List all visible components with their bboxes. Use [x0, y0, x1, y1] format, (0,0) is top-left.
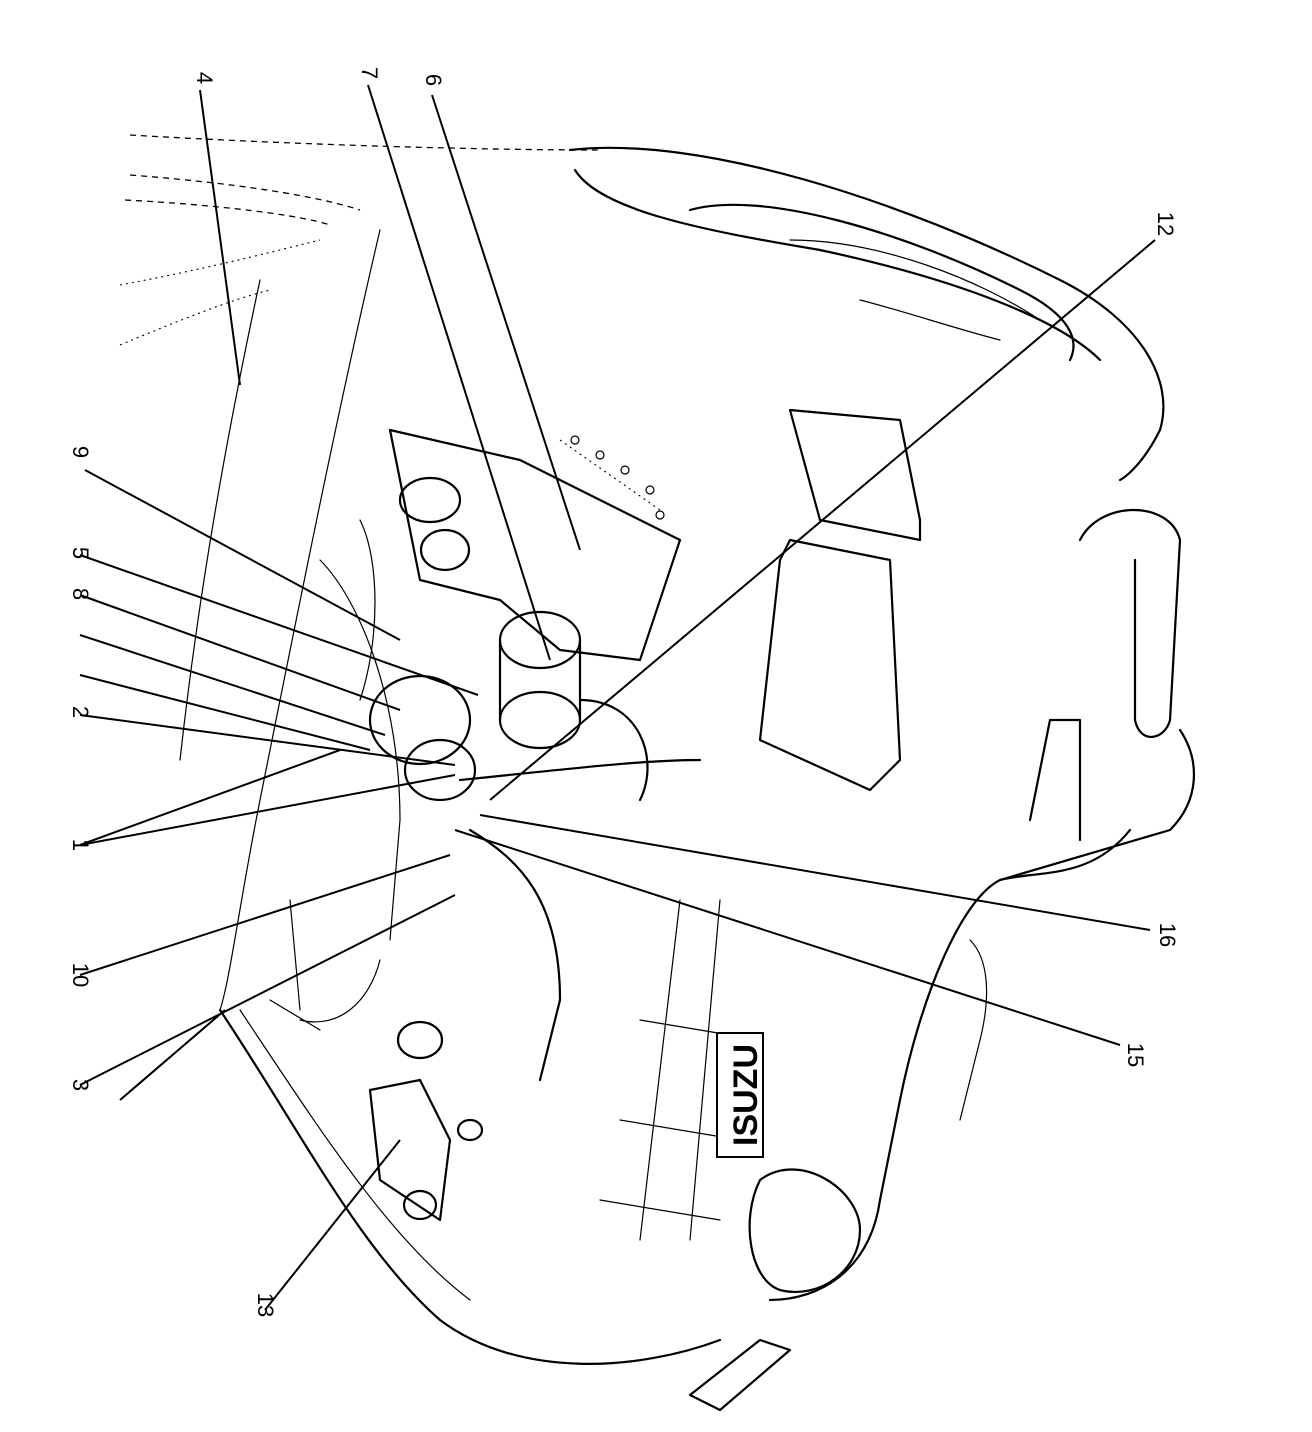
- leader-unlabeled-b: [79, 674, 371, 751]
- leader-7: [367, 84, 551, 661]
- callout-9: 9: [68, 446, 93, 458]
- leader-10: [79, 854, 451, 976]
- leader-16: [479, 814, 1151, 931]
- callout-15: 15: [1123, 1043, 1148, 1067]
- callout-4: 4: [192, 72, 217, 84]
- callout-10: 10: [68, 963, 93, 987]
- callout-7: 7: [357, 67, 382, 79]
- callout-16: 16: [1155, 923, 1180, 947]
- callout-12: 12: [1153, 212, 1178, 236]
- callout-2: 2: [68, 706, 93, 718]
- leader-8: [79, 594, 401, 711]
- callout-6: 6: [421, 74, 446, 86]
- logo-text: ISUZU: [727, 1044, 765, 1146]
- engine-components: [269, 428, 761, 1241]
- leader-5: [79, 554, 479, 696]
- leader-13: [264, 1139, 401, 1311]
- leader-unlabeled-c: [119, 1009, 226, 1101]
- leader-12: [489, 239, 1156, 801]
- leader-1a: [79, 749, 341, 846]
- callout-13: 13: [253, 1293, 278, 1317]
- leader-6: [431, 94, 581, 551]
- leader-3: [79, 894, 456, 1086]
- leader-2: [79, 714, 456, 766]
- vehicle-body: [119, 134, 1196, 1412]
- leader-unlabeled-a: [79, 634, 386, 736]
- callout-labels: 1 2 3 4 5 6 7 8 9 10 12 13 15 16: [68, 67, 1180, 1317]
- callout-1: 1: [68, 839, 93, 851]
- leader-9: [84, 469, 401, 641]
- leader-15: [454, 829, 1121, 1046]
- isuzu-logo: ISUZU: [716, 1032, 765, 1158]
- callout-3: 3: [68, 1079, 93, 1091]
- callout-8: 8: [68, 588, 93, 600]
- callout-leaders: [79, 84, 1156, 1311]
- leader-4: [199, 89, 241, 386]
- callout-5: 5: [68, 547, 93, 559]
- leader-1b: [79, 774, 456, 846]
